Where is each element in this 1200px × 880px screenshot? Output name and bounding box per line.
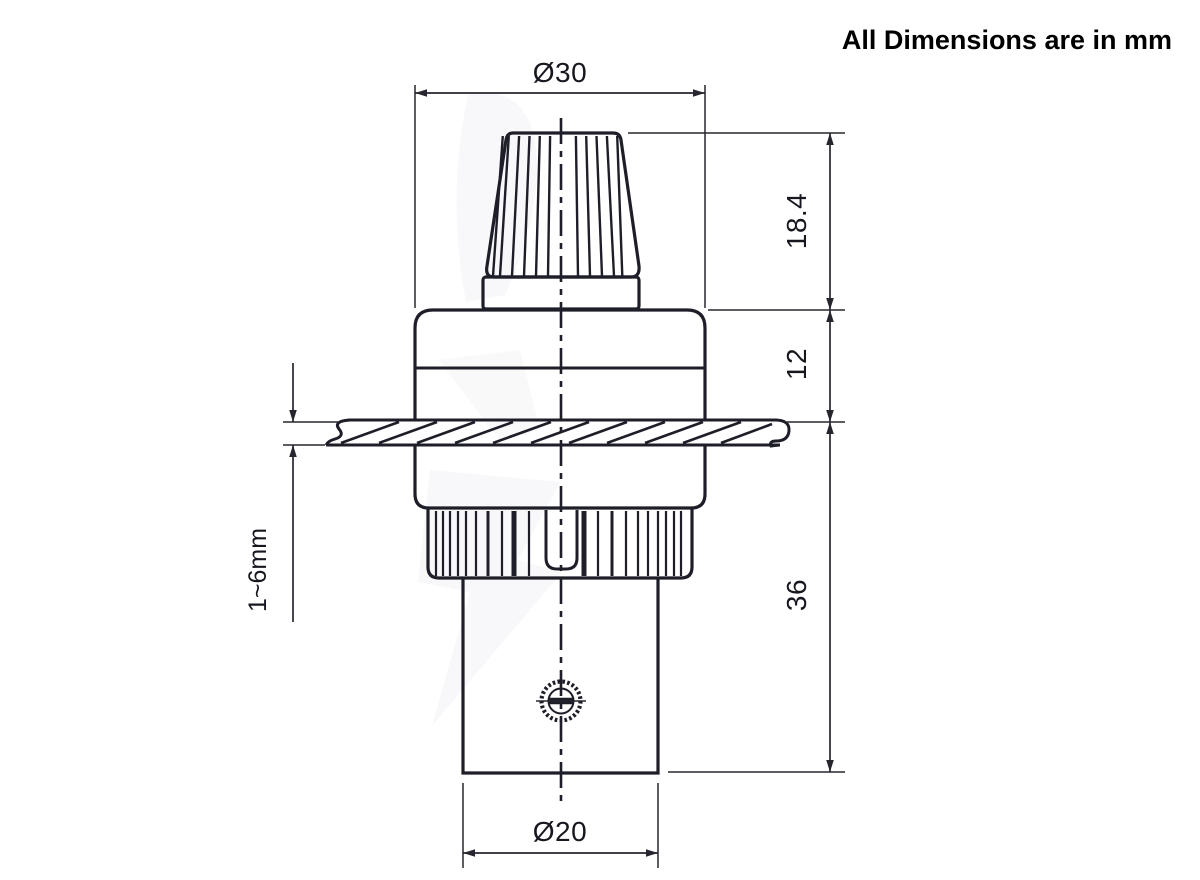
dim-label-panel-thickness: 1~6mm (244, 528, 272, 612)
dimension-knob-height: 18.4 (628, 132, 845, 311)
dimension-body-height: 12 (781, 310, 845, 423)
dim-label-top-diameter: Ø30 (533, 57, 587, 88)
dim-label-shaft-length: 36 (781, 579, 812, 611)
component-views (413, 118, 707, 806)
dimension-shaft-diameter: Ø20 (462, 783, 659, 868)
dim-label-body-height: 12 (781, 348, 812, 380)
dim-label-knob-height: 18.4 (781, 193, 812, 250)
units-note: All Dimensions are in mm (842, 25, 1172, 55)
panel-hatching (340, 420, 773, 445)
dim-label-shaft-diameter: Ø20 (533, 816, 587, 847)
dimension-panel-thickness: 1~6mm (244, 363, 338, 622)
dimension-top-diameter: Ø30 (414, 57, 706, 308)
panel-right-break (769, 418, 791, 448)
watermark-shape (418, 92, 562, 726)
panel-left-break (324, 418, 351, 446)
knob-flutes (491, 135, 624, 277)
nut-knurling (434, 510, 683, 576)
mounting-panel-section (324, 418, 791, 448)
dimension-shaft-length: 36 (668, 422, 845, 773)
